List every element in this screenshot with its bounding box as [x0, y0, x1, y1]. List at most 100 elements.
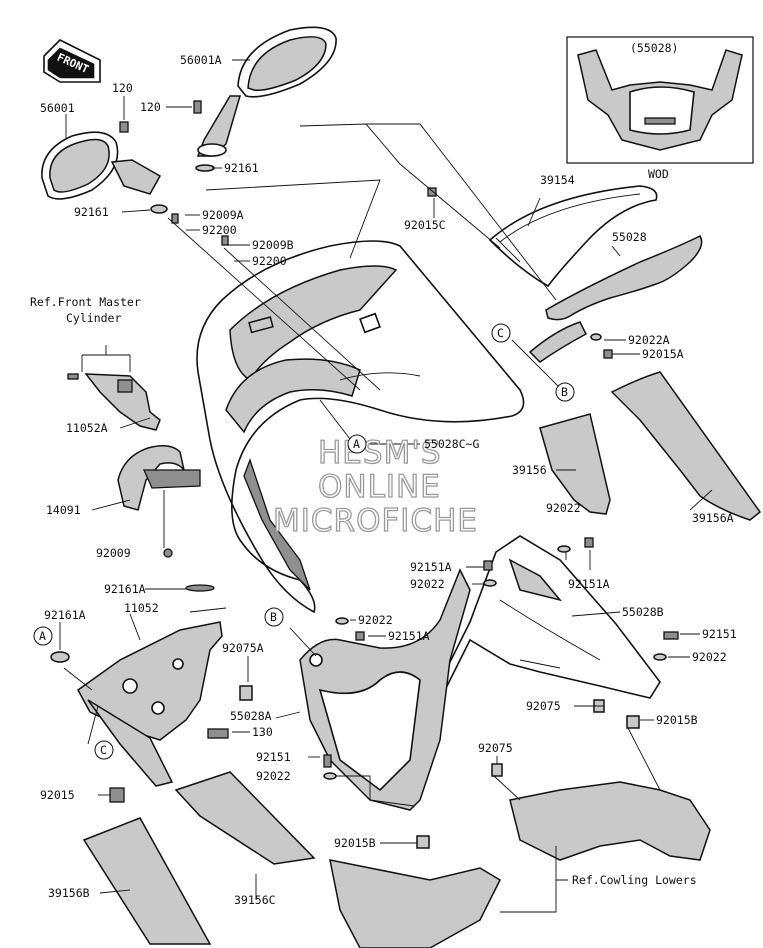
label-92151A-a: 92151A	[410, 560, 452, 574]
grommet-92161-right	[195, 164, 215, 172]
grommet-92161-left	[150, 204, 168, 214]
panel-39156	[539, 413, 611, 515]
watermark-line3: MICROFICHE	[273, 503, 478, 539]
label-120-a: 120	[112, 81, 133, 95]
callout-C-1: C	[497, 326, 504, 340]
label-92015C: 92015C	[404, 218, 446, 232]
label-14091: 14091	[46, 503, 81, 517]
label-92161A-a: 92161A	[104, 582, 146, 596]
label-120-b: 120	[140, 100, 161, 114]
label-55028B: 55028B	[622, 605, 664, 619]
label-92075A: 92075A	[222, 641, 264, 655]
label-92009A: 92009A	[202, 208, 244, 222]
bolt-92009B	[221, 235, 229, 246]
label-92075-b: 92075	[478, 741, 513, 755]
grommet-92075-b	[491, 763, 503, 777]
bracket-11052A	[67, 373, 161, 431]
label-39156A: 39156A	[692, 511, 734, 525]
ref-cowling-lowers: Ref.Cowling Lowers	[572, 873, 697, 887]
label-92151A-c: 92151A	[388, 629, 430, 643]
mirror-56001A	[196, 26, 337, 157]
callout-B-2: B	[270, 610, 277, 624]
front-arrow: FRONT	[43, 39, 101, 83]
inset-box	[566, 36, 754, 164]
label-92151: 92151	[702, 627, 737, 641]
panel-39156B	[82, 817, 212, 945]
callout-A-1: A	[353, 437, 360, 451]
cowling-lower-left	[329, 859, 501, 948]
callout-circles: C B A A B C	[33, 323, 575, 760]
label-92151A-b: 92151A	[568, 577, 610, 591]
nut-92015B	[626, 715, 640, 729]
bolt-92151A-a	[584, 537, 594, 548]
mirror-56001	[41, 131, 162, 200]
bolt-120-left	[119, 121, 129, 133]
label-55028A: 55028A	[230, 709, 272, 723]
label-92022-b: 92022	[410, 577, 445, 591]
watermark-line1: HESM'S	[318, 435, 442, 471]
bolt-92151A-c	[355, 631, 365, 641]
label-92161A-b: 92161A	[44, 608, 86, 622]
label-92009: 92009	[96, 546, 131, 560]
label-92022-e: 92022	[256, 769, 291, 783]
nut-92015	[109, 787, 125, 803]
label-56001: 56001	[40, 101, 75, 115]
washer-92022-b	[483, 579, 497, 587]
label-11052A: 11052A	[66, 421, 108, 435]
leader-lines	[59, 59, 713, 913]
panel-39156A	[610, 371, 762, 521]
grommet-92161A	[50, 651, 70, 663]
label-92015: 92015	[40, 788, 75, 802]
callout-A-2: A	[39, 629, 46, 643]
bolt-92151A-b	[483, 560, 493, 571]
label-92015B: 92015B	[656, 713, 698, 727]
label-39154: 39154	[540, 173, 575, 187]
watermark: HESM'S ONLINE MICROFICHE	[272, 434, 478, 539]
label-92022-c: 92022	[358, 613, 393, 627]
bracket-14091	[117, 445, 201, 511]
panel-39156C	[174, 771, 316, 865]
label-56001A: 56001A	[180, 53, 222, 67]
washer-92022-a	[557, 545, 571, 553]
label-39156B: 39156B	[48, 886, 90, 900]
label-92161-b: 92161	[74, 205, 109, 219]
label-92022-a: 92022	[546, 501, 581, 515]
watermark-line2: ONLINE	[318, 469, 441, 505]
callout-B-1: B	[561, 385, 568, 399]
upper-cowling-55028C-G	[196, 240, 525, 614]
callout-C-2: C	[100, 743, 107, 757]
side-cowl-55028A	[299, 568, 471, 811]
washer-92022-e	[323, 772, 337, 780]
label-55028C-G: 55028C~G	[424, 437, 479, 451]
label-92022-d: 92022	[692, 650, 727, 664]
label-39156: 39156	[512, 463, 547, 477]
label-92009B: 92009B	[252, 238, 294, 252]
ref-front-master-line2: Cylinder	[66, 311, 121, 325]
frame-11052	[77, 584, 227, 787]
bolt-92009A	[171, 213, 179, 224]
bolt-130	[207, 728, 229, 739]
nut-92015C	[427, 187, 437, 197]
nut-92015A	[603, 349, 613, 359]
washer-92022-d	[653, 653, 667, 661]
label-39156C: 39156C	[234, 893, 276, 907]
washer-92022A	[590, 333, 602, 341]
windshield-39154	[488, 185, 658, 288]
grommet-92075A	[239, 685, 253, 701]
label-92015A: 92015A	[642, 347, 684, 361]
bolt-92009	[163, 548, 173, 558]
label-92022A: 92022A	[628, 333, 670, 347]
label-92015B-b: 92015B	[334, 836, 376, 850]
label-92200-a: 92200	[202, 223, 237, 237]
inner-cover-55028	[528, 235, 703, 363]
bolt-92151-b	[323, 754, 332, 768]
inset-caption: WOD	[648, 167, 669, 181]
label-92075-a: 92075	[526, 699, 561, 713]
inset-part-number: (55028)	[630, 41, 678, 55]
bolt-120-right	[193, 100, 202, 114]
ref-front-master-line1: Ref.Front Master	[30, 295, 141, 309]
label-130: 130	[252, 725, 273, 739]
label-92151-b: 92151	[256, 750, 291, 764]
